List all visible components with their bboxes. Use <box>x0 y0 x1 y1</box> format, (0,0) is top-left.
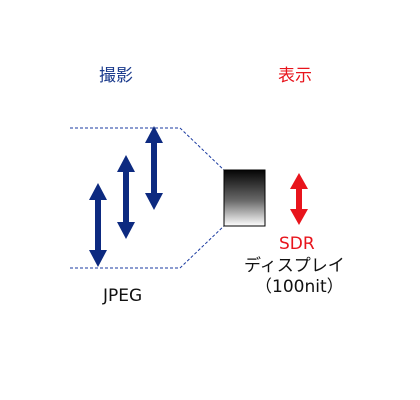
projection-line-top-diagonal <box>179 127 227 173</box>
display-header: 表示 <box>278 66 312 86</box>
double-arrow-icon <box>145 126 163 210</box>
sdr-label: SDR <box>279 234 315 254</box>
double-arrow-icon <box>89 183 107 267</box>
projection-lines <box>70 127 227 269</box>
display-device-label: ディスプレイ <box>244 256 345 276</box>
capture-header: 撮影 <box>99 66 133 86</box>
sdr-double-arrow-icon <box>290 173 308 225</box>
double-arrow-icon <box>117 155 135 239</box>
display-gradient-box <box>223 169 266 227</box>
jpeg-label: JPEG <box>103 286 143 306</box>
capture-range-arrows <box>89 126 163 267</box>
nit-label: （100nit） <box>255 277 344 297</box>
projection-line-bottom-diagonal <box>179 223 227 269</box>
